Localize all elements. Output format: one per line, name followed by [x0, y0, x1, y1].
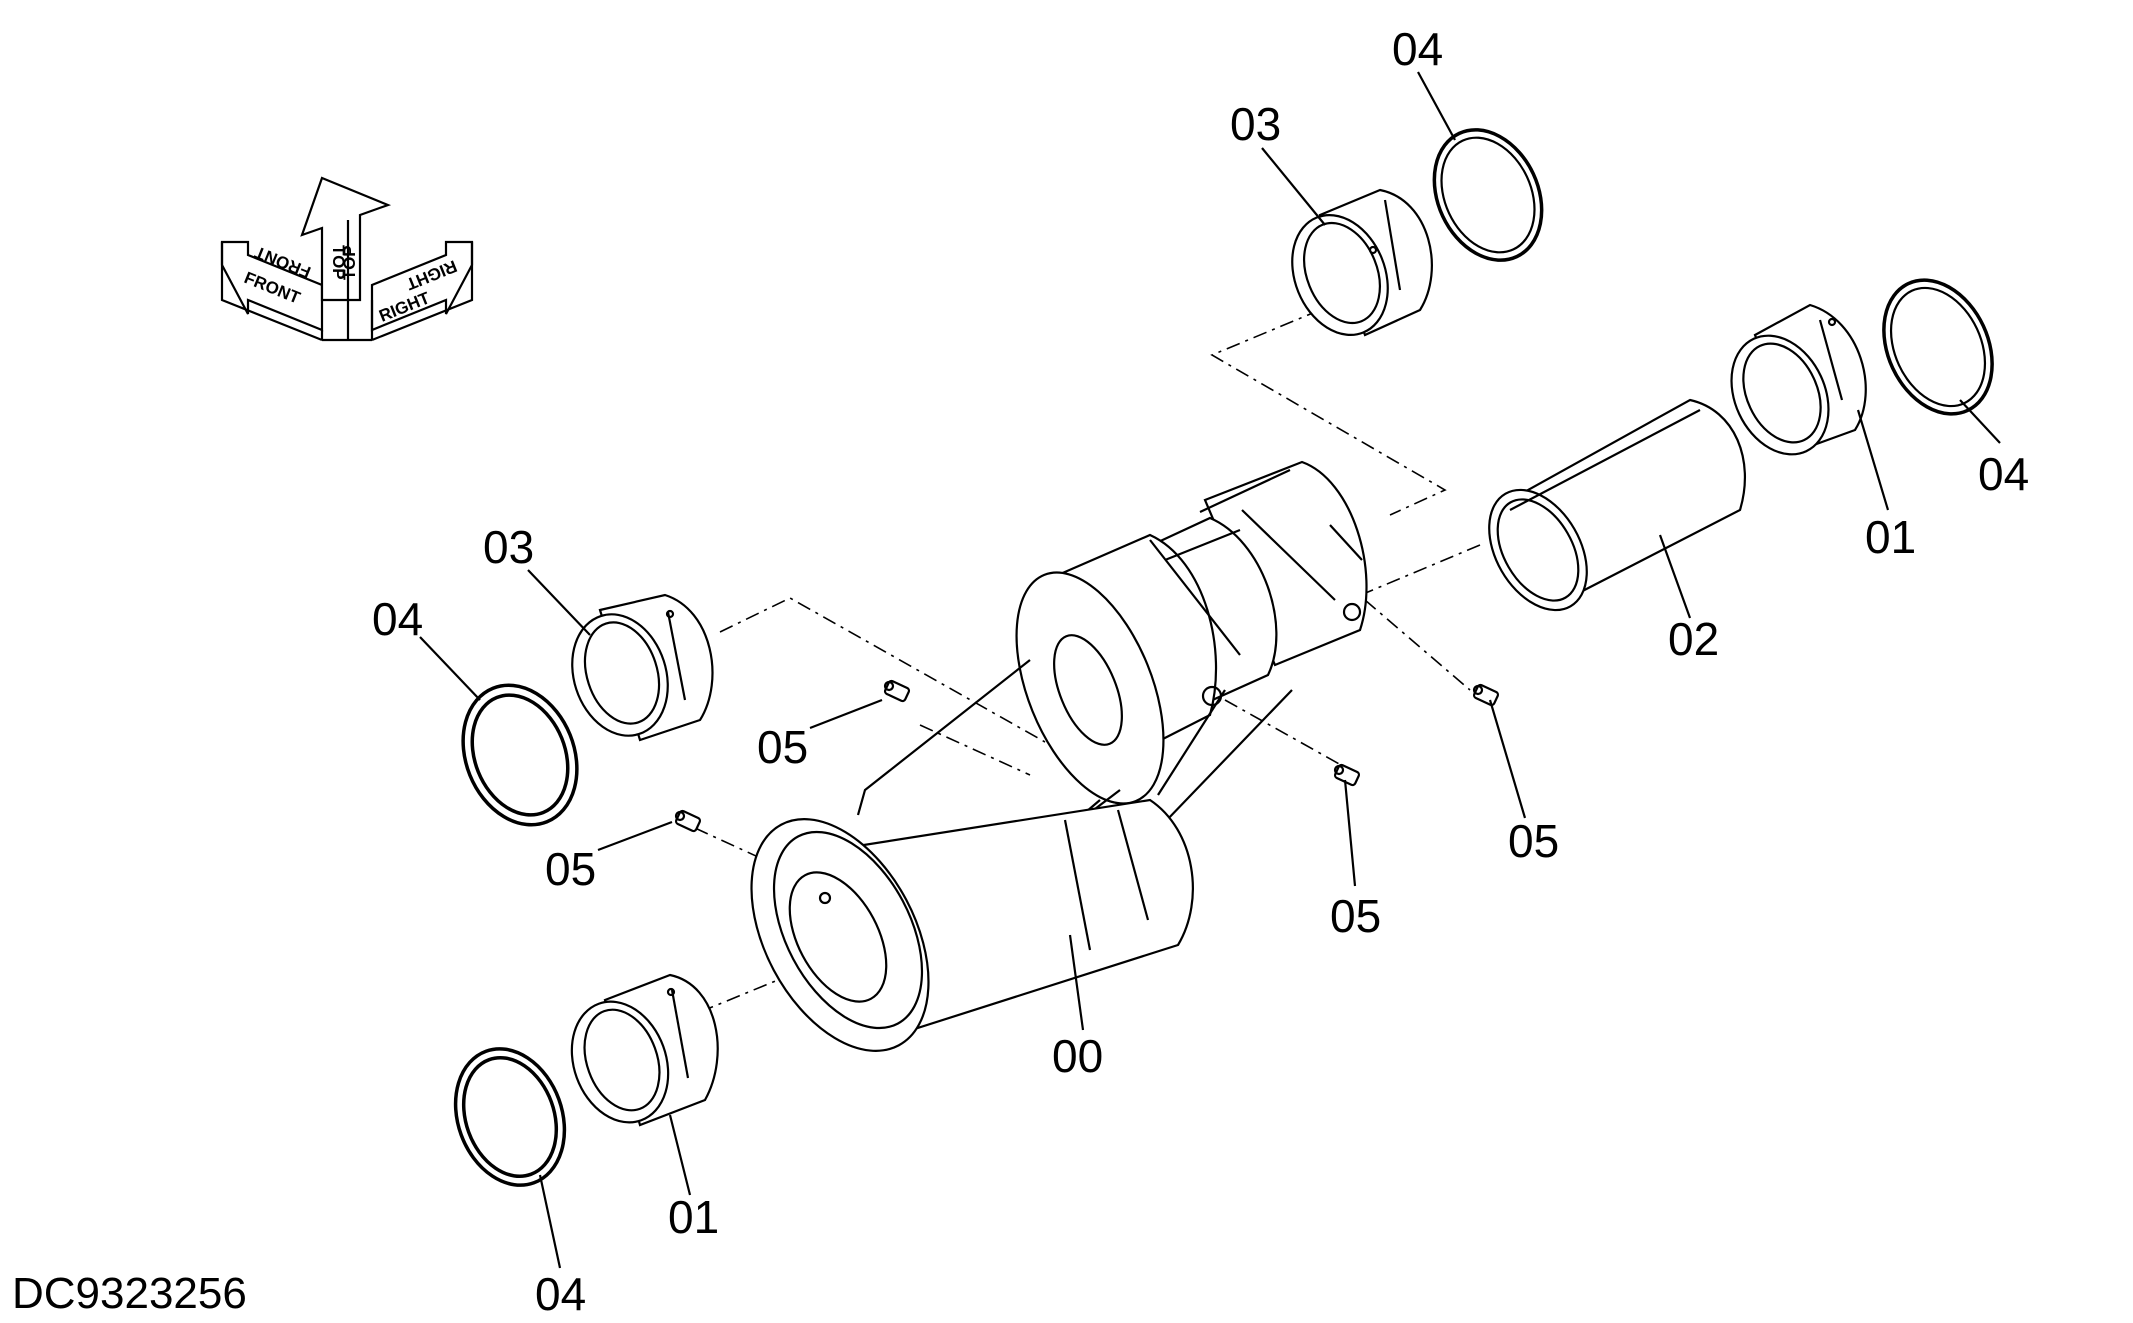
part-05-fitting-d — [1472, 683, 1500, 707]
part-01-bushing-lower — [570, 973, 719, 1127]
callout-labels: 04 03 04 01 02 03 04 05 05 05 05 00 01 0… — [372, 23, 2029, 1320]
leader-lines — [419, 71, 2001, 1269]
part-04-ring-top — [1432, 128, 1544, 262]
part-03-bushing-left — [571, 593, 714, 742]
part-04-ring-right — [1882, 278, 1994, 416]
part-04-ring-left — [461, 683, 579, 827]
top-label-mirror: TOP — [340, 245, 359, 280]
callout-05-a: 05 — [757, 721, 808, 773]
drawing-id: DC9323256 — [12, 1269, 247, 1318]
part-05-fitting-c — [1333, 763, 1361, 787]
callout-03-top: 03 — [1230, 98, 1281, 150]
callout-04-left: 04 — [372, 593, 423, 645]
callout-05-c: 05 — [1330, 890, 1381, 942]
callout-04-bottom: 04 — [535, 1268, 586, 1320]
orientation-arrows-icon: FRONT FRONT TOP TOP RIGHT RIGHT — [220, 176, 474, 342]
part-05-fitting-b — [674, 809, 702, 833]
callout-05-b: 05 — [545, 843, 596, 895]
part-05-fitting-a — [883, 679, 911, 703]
callout-00: 00 — [1052, 1030, 1103, 1082]
part-03-bushing-top — [1291, 188, 1433, 337]
callout-03-left: 03 — [483, 521, 534, 573]
part-04-ring-bottom — [453, 1047, 567, 1187]
part-01-bushing-upper — [1730, 303, 1867, 456]
callout-02: 02 — [1668, 613, 1719, 665]
callout-01-lower: 01 — [668, 1191, 719, 1243]
callout-05-d: 05 — [1508, 815, 1559, 867]
top-label: TOP — [329, 245, 348, 280]
part-00-bracket-body — [750, 460, 1368, 1052]
callout-04-top: 04 — [1392, 23, 1443, 75]
callout-04-right: 04 — [1978, 448, 2029, 500]
callout-01-upper: 01 — [1865, 511, 1916, 563]
part-02-sleeve — [1488, 398, 1747, 612]
